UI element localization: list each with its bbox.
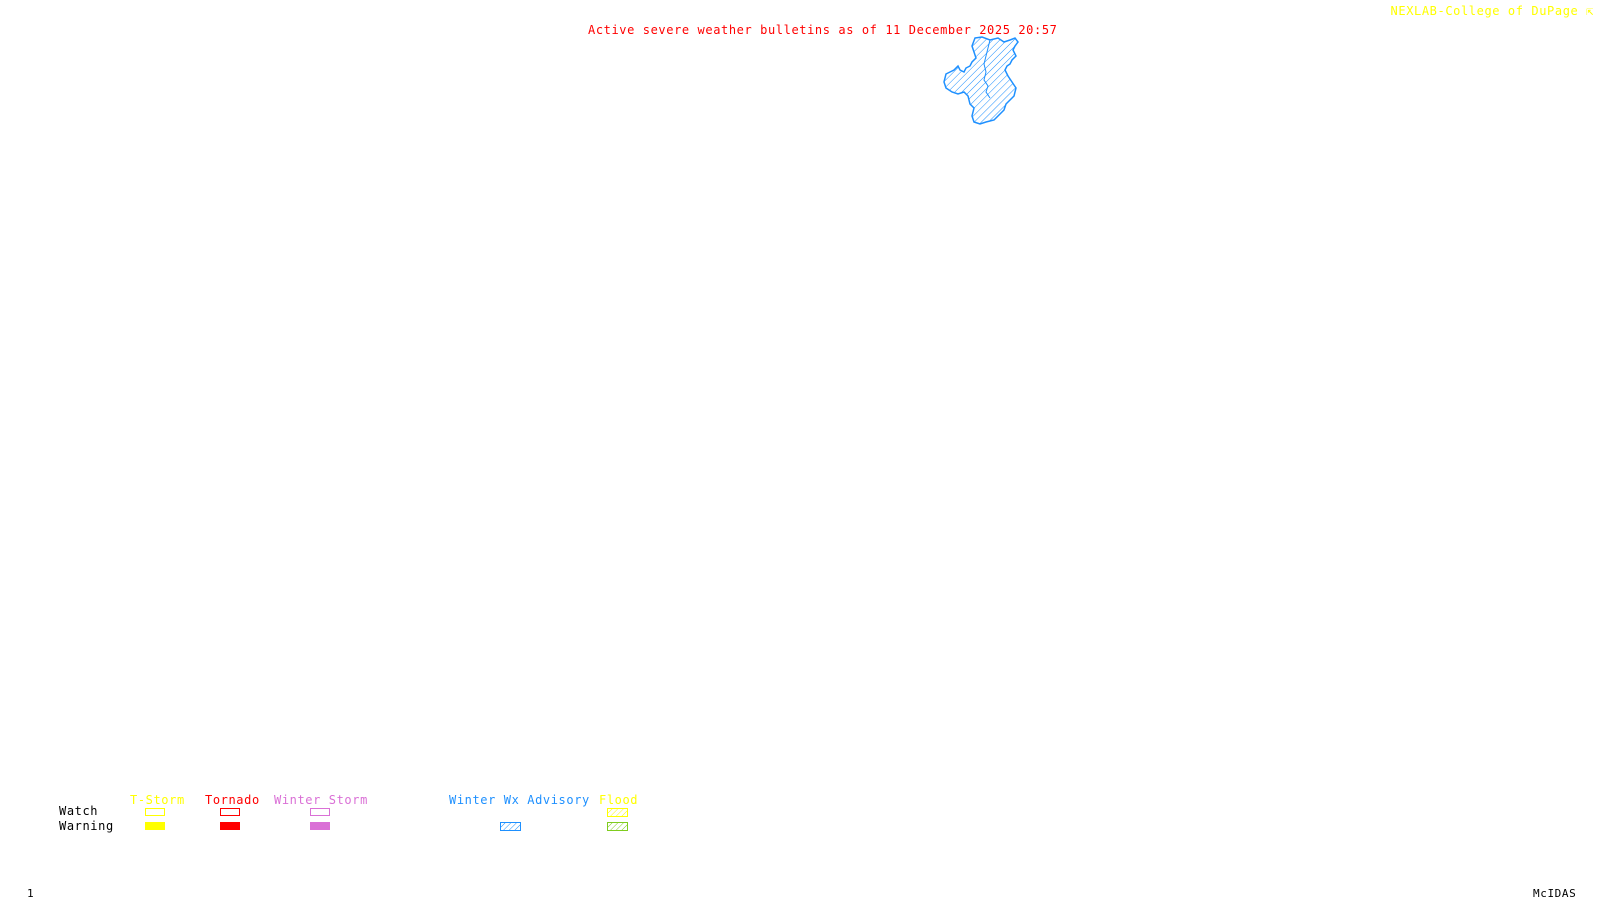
legend-winter-advisory-warning-swatch: [500, 822, 521, 831]
bulletin-title: Active severe weather bulletins as of 11…: [588, 23, 1058, 37]
legend-watch-label: Watch: [59, 804, 99, 818]
legend-tornado-label: Tornado: [205, 793, 260, 807]
legend-winter-advisory-label: Winter Wx Advisory: [449, 793, 590, 807]
credit-label: NEXLAB-College of DuPage ⇱: [1391, 5, 1594, 17]
county-boundary: [983, 39, 991, 99]
legend-tornado-watch-swatch: [220, 808, 240, 816]
legend-winter-storm-label: Winter Storm: [274, 793, 368, 807]
pointer-arrow-icon: ⇱: [1586, 4, 1594, 18]
legend-winter-storm-watch-swatch: [310, 808, 330, 816]
legend-winter-storm-warning-swatch: [310, 822, 330, 830]
legend-warning-label: Warning: [59, 819, 114, 833]
legend-flood-watch-swatch: [607, 808, 628, 817]
legend-tstorm-label: T-Storm: [130, 793, 185, 807]
winter-advisory-region[interactable]: [943, 36, 1019, 125]
advisory-polygon[interactable]: [943, 36, 1019, 125]
software-label: McIDAS: [1533, 887, 1577, 900]
legend-flood-warning-swatch: [607, 822, 628, 831]
legend-flood-label: Flood: [599, 793, 639, 807]
legend-tornado-warning-swatch: [220, 822, 240, 830]
credit-text: NEXLAB-College of DuPage: [1390, 4, 1579, 18]
legend-tstorm-warning-swatch: [145, 822, 165, 830]
legend-tstorm-watch-swatch: [145, 808, 165, 816]
frame-number: 1: [27, 887, 35, 900]
